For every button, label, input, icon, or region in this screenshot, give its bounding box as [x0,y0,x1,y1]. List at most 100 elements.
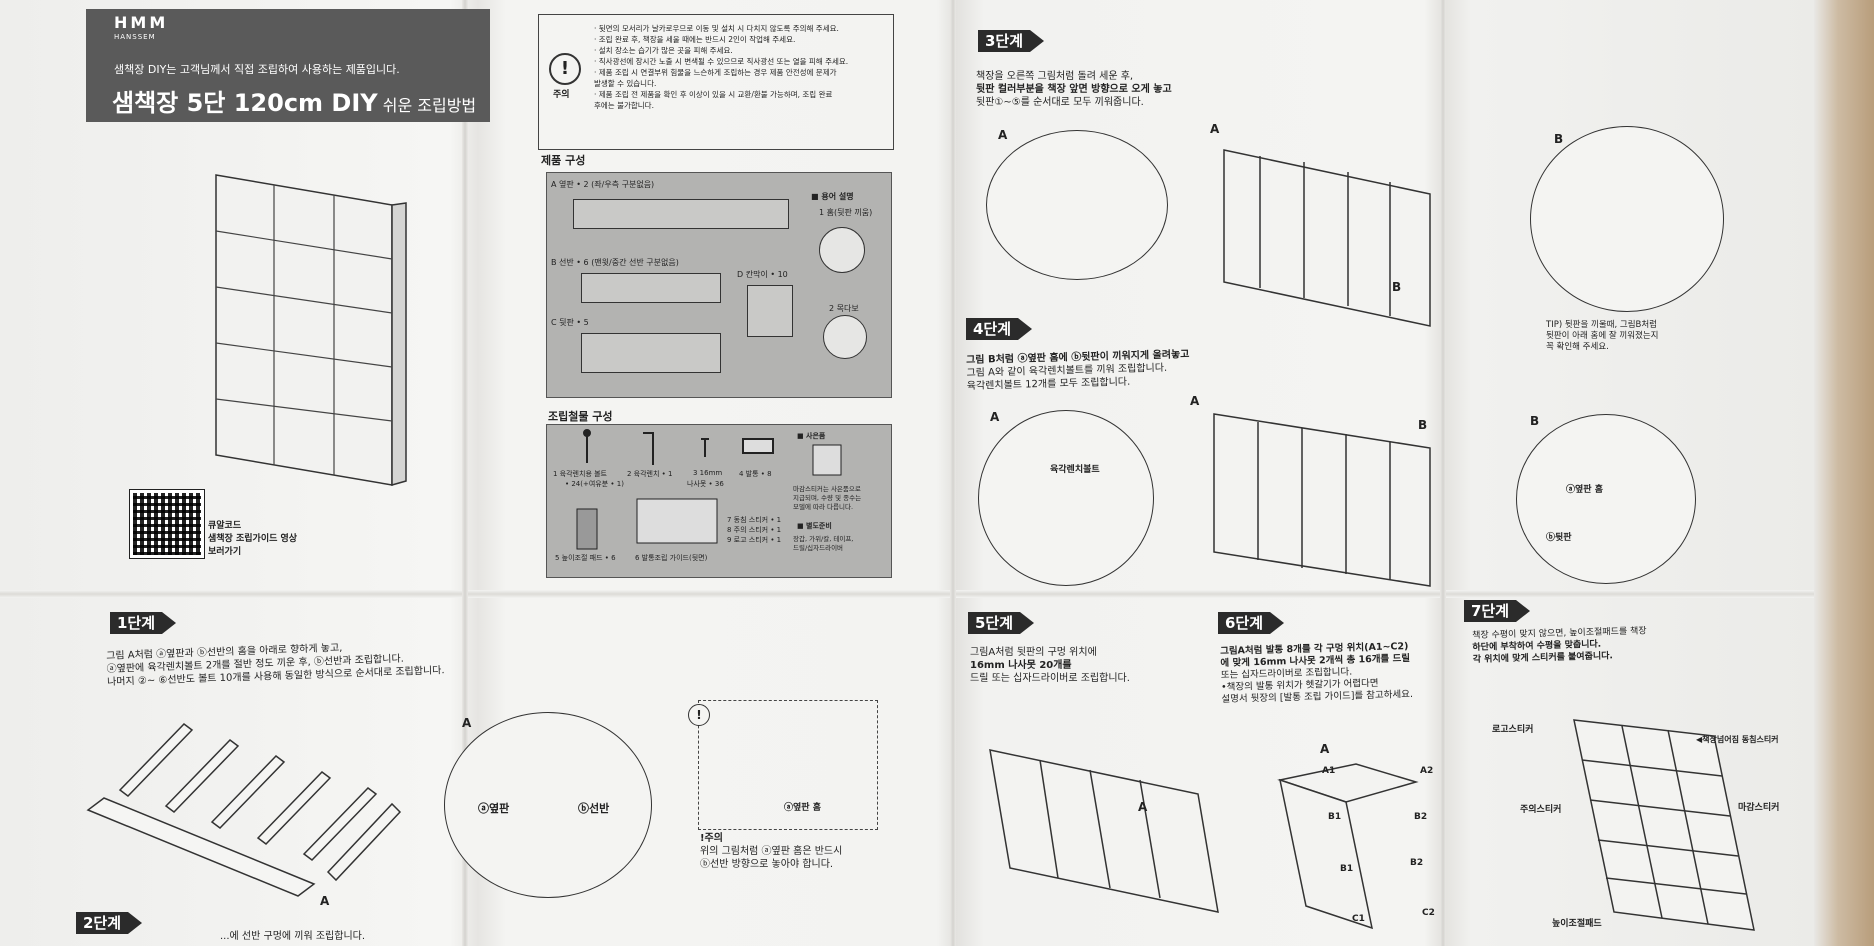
step3-detail-label-A: A [998,128,1008,142]
step4-badge: 4단계 [966,318,1033,340]
caution-item: · 조립 완료 후, 책장을 세울 때에는 반드시 2인이 작업해 주세요. [594,35,796,44]
hardware-panel: 1 육각렌치용 볼트 • 24(+여유분 • 1) 2 육각렌치 • 1 3 1… [546,424,892,578]
step4-detail-circle-B [1516,414,1696,584]
caster-C1: C1 [1352,914,1365,924]
step4-text: 그림 B처럼 ⓐ옆판 홈에 ⓑ뒷판이 끼워지게 올려놓고 그림 A와 같이 육각… [966,349,1190,392]
caution-item: · 설치 장소는 습기가 많은 곳을 피해 주세요. [594,46,733,55]
step1-assembly-drawing [86,723,402,897]
step5-text: 그림A처럼 뒷판의 구멍 위치에 16mm 나사못 20개를 드릴 또는 십자드… [970,647,1130,684]
term-1: 1 홈(뒷판 끼움) [819,208,873,217]
caster-A2: A2 [1420,766,1434,776]
step4-detail-label-B: B [1530,414,1540,428]
step3-label-A: A [1210,122,1220,136]
vertical-fold-3 [1440,0,1446,946]
step1-label-shelf: ⓑ선반 [578,802,610,815]
term-2: 2 목다보 [829,304,859,313]
dowel-detail-circle [823,315,867,359]
parts-panel: A 옆판 • 2 (좌/우측 구분없음) B 선반 • 6 (맨윗/중간 선반 … [546,172,892,398]
separate-text-2: 드릴/십자드라이버 [793,544,844,552]
caster-A1: A1 [1322,766,1336,776]
vertical-fold-2 [950,0,956,946]
caution-item: 후에는 불가합니다. [594,101,654,110]
gift-text-1: 마감스티커는 사은품으로 [793,485,861,493]
step2-badge: 2단계 [76,912,143,934]
caster-B2: B2 [1414,812,1428,822]
gift-text-3: 모델에 따라 다릅니다. [793,503,854,511]
caution-item: · 뒷면의 모서리가 날카로우므로 이동 및 설치 시 다치지 않도록 주의해 … [594,24,839,33]
step1-label-A: A [320,894,330,908]
part-d-divider [747,285,793,337]
separate-title: ■ 별도준비 [797,522,832,530]
logo-sticker-label: 로고스티커 [1492,725,1534,735]
part-d-label: D 칸막이 • 10 [737,270,788,279]
hw-item-3: 3 16mm [693,469,723,477]
step6-bookcase-drawing [1277,763,1419,930]
part-b-label: B 선반 • 6 (맨윗/중간 선반 구분없음) [551,258,679,267]
step4-label-back: ⓑ뒷판 [1546,533,1572,543]
exclamation-icon: ! [549,53,581,85]
qr-code[interactable] [129,489,205,559]
step3-detail-label-B: B [1554,132,1564,146]
hw-item-9: 9 로고 스티커 • 1 [727,536,782,544]
step1-badge: 1단계 [110,612,177,634]
step3-label-B: B [1392,280,1402,294]
step3-detail-circle-B [1530,126,1724,312]
step3-text: 책장을 오른쪽 그림처럼 돌려 세운 후, 뒷판 컬러부분을 책장 앞면 방향으… [976,71,1172,108]
part-c-back-panel [581,333,721,373]
notice-exclamation-icon: ! [688,704,710,726]
caution-item: · 제품 조립 시 연결부위 힘물을 느슨하게 조립하는 경우 제품 안전성에 … [594,68,837,77]
parts-title: 제품 구성 [541,154,586,167]
caster-C2: C2 [1422,908,1435,918]
step7-badge: 7단계 [1464,600,1531,622]
caution-label: 주의 [553,90,570,100]
brand-sub: HANSSEM [114,33,156,41]
qr-caption: 큐알코드 샘책장 조립가이드 영상 보러가기 [208,521,298,557]
caster-B1: B1 [1328,812,1342,822]
step5-label-A: A [1138,800,1148,814]
hw-item-6: 6 발통조립 가이드(뒷면) [635,554,708,562]
step1-label-side: ⓐ옆판 [478,802,510,815]
caster-B1-second: B1 [1340,864,1354,874]
topple-sticker-label: ◀책장넘어짐 동침스티커 [1696,735,1779,744]
step3-tip: TIP) 뒷판을 끼울때, 그림B처럼 뒷판이 아래 홈에 잘 끼워졌는지 꼭 … [1546,320,1659,352]
pad-label: 높이조절패드 [1552,919,1602,929]
part-a-label: A 옆판 • 2 (좌/우측 구분없음) [551,180,655,189]
step3-detail-circle-A [986,130,1168,280]
caution-item: · 직사광선에 장시간 노출 시 변색될 수 있으므로 직사광선 또는 열을 피… [594,57,849,66]
hardware-title: 조립철물 구성 [548,410,613,423]
vertical-fold-1 [462,0,468,946]
step4-detail-circle-A [978,410,1154,586]
caution-box: ! 주의 · 뒷면의 모서리가 날카로우므로 이동 및 설치 시 다치지 않도록… [538,14,894,150]
step7-bookcase-drawing [1573,719,1755,931]
step4-label-B: B [1418,418,1428,432]
gift-text-2: 지급되며, 수량 및 종수는 [793,494,862,502]
page-title: 샘책장 5단 120cm DIY 쉬운 조립방법 [112,83,476,118]
step1-label-groove: ⓐ옆판 홈 [784,803,821,813]
step3-bookcase-drawing [1223,149,1431,327]
part-b-shelf [581,273,721,303]
gift-title: ■ 사은품 [797,432,826,440]
bookcase-illustration [215,174,407,486]
caution-item: 발생할 수 있습니다. [594,79,657,88]
caster-B2-second: B2 [1410,858,1424,868]
step1-notice-box [698,700,878,830]
header-banner: HMM HANSSEM 샘책장 DIY는 고객님께서 직접 조립하여 사용하는 … [86,9,490,122]
step4-detail-label-A: A [990,410,1000,424]
caution-item: · 제품 조립 전 제품을 확인 후 이상이 있을 시 교환/환불 가능하며, … [594,90,833,99]
title-main: 샘책장 5단 120cm DIY [112,89,378,117]
step4-bolt-label: 육각렌치볼트 [1050,465,1100,475]
hardware-icons [576,429,842,550]
separate-text-1: 장갑, 가위/칼, 테이프, [793,535,854,543]
title-sub: 쉬운 조립방법 [377,96,477,115]
step6-label-A: A [1320,742,1330,756]
step2-text: ...에 선반 구멍에 끼워 조립합니다. [220,931,366,942]
step6-badge: 6단계 [1218,612,1285,634]
step1-detail-label-A: A [462,716,472,730]
intro-text: 샘책장 DIY는 고객님께서 직접 조립하여 사용하는 제품입니다. [114,63,400,76]
hw-item-7: 7 동침 스티커 • 1 [727,516,782,524]
groove-detail-circle [819,227,865,273]
terms-title: ■ 용어 설명 [811,192,854,201]
hw-item-1: 1 육각렌치용 볼트 [553,470,607,478]
step4-label-side: ⓐ옆판 홈 [1566,485,1603,495]
step5-back-panel-drawing [989,749,1219,913]
